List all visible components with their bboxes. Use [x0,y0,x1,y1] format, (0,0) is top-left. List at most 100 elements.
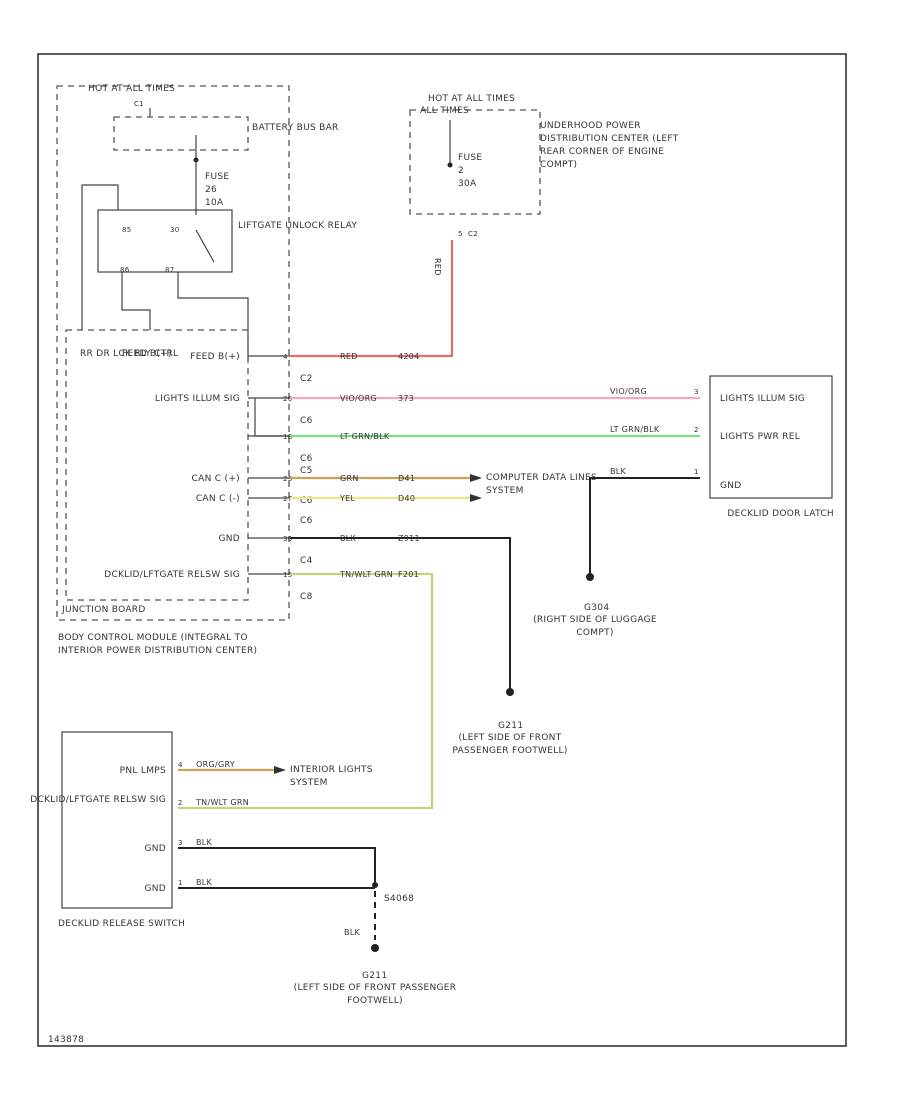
relay-87-wire [177,272,249,360]
relay-86-wire [121,272,151,330]
g304-label: (RIGHT SIDE OF LUGGAGE COMPT) [533,615,657,638]
liftgate-relay-box [97,209,233,273]
wire-circuit-label: 373 [398,394,414,403]
latch-pin-number: 1 [694,468,699,476]
switch-pin-layer: PNL LMPS 4 ORG/GRY DCKLID/LFTGATE RELSW SIG… [30,760,249,894]
release-switch: PNL LMPS 4 ORG/GRY DCKLID/LFTGATE RELSW SIG… [30,731,249,929]
bcm-pin-number: 30 [283,535,293,543]
latch-label: DECKLID DOOR LATCH [727,509,834,519]
bcm-pin-label: FEED B(+) [190,352,240,362]
switch-pin-label: DCKLID/LFTGATE RELSW SIG [30,795,166,805]
bcm-pin-connector: C6 [300,496,313,506]
bcm-label: BODY CONTROL MODULE (INTEGRAL TO INTERIO… [58,633,258,656]
fuse-2-label: FUSE [458,153,482,163]
decklid-latch-box [709,375,833,499]
switch-pin-number: 4 [178,761,183,769]
battery-bus-bar-label: BATTERY BUS BAR [252,123,339,133]
bcm-connector-c5: C5 [300,466,313,476]
bcm-pin-number: 15 [283,571,293,579]
g304-label-box: (RIGHT SIDE OF LUGGAGE COMPT) [533,615,657,638]
switch-label-box: DECKLID RELEASE SWITCH [58,919,186,929]
g211-lower-id: G211 [362,971,387,981]
release-switch-box [61,731,173,909]
latch-pin-label: GND [720,481,742,491]
ground-g211-upper: G211 (LEFT SIDE OF FRONT PASSENGER FOOTW… [452,688,568,756]
latch-wire-color: BLK [610,467,627,476]
wire-color-label: VIO/ORG [340,394,377,403]
bcm-pin-number: 23 [283,475,293,483]
splice-wire-color: BLK [344,928,361,937]
switch-wire-color: BLK [196,838,213,847]
bcm-pin-connector: C6 [300,454,313,464]
wire-bcm-jumper [254,398,290,437]
wire-color-label: RED [340,352,358,361]
bcm-pin-label: DCKLID/LFTGATE RELSW SIG [104,570,240,580]
fuse-relay-panel: HOT AT ALL TIMES C1 BATTERY BUS BAR FUSE… [56,84,357,621]
interior-label-box: INTERIOR LIGHTS SYSTEM [290,765,373,788]
splice-dot [372,882,378,888]
wire-color-label: TN/WLT GRN [339,570,393,579]
g211-upper-label: (LEFT SIDE OF FRONT PASSENGER FOOTWELL) [452,733,568,756]
switch-label: DECKLID RELEASE SWITCH [58,919,186,929]
fuse-26-number: 26 [205,185,217,195]
fuse-2-amps: 30A [458,179,477,189]
bcm-pin-number: 18 [283,433,293,441]
splice-and-ground: S4068 BLK G211 (LEFT SIDE OF FRONT PASSE… [294,882,456,1006]
splice-id: S4068 [384,894,414,904]
switch-wire-color: TN/WLT GRN [195,798,249,807]
computer-label-box: COMPUTER DATA LINES SYSTEM [486,473,597,496]
switch-pin-label: PNL LMPS [120,766,166,776]
diagram-id: 143878 [48,1035,84,1045]
g211-lower-symbol [371,944,379,952]
underhood-wire-color: RED [433,258,442,276]
fuse-26-amps: 10A [205,198,224,208]
switch-wire-color: BLK [196,878,213,887]
switch-pin-number: 3 [178,839,183,847]
fuse-2-terminal [447,162,453,168]
wire-circuit-label: 4204 [398,352,420,361]
bcm-pin-connector: C2 [300,374,313,384]
bcm-pin-number: 4 [283,353,288,361]
underhood-label-box: UNDERHOOD POWER DISTRIBUTION CENTER (LEF… [540,121,678,170]
relay-coil-feed-wire [81,184,119,330]
switch-pin-label: GND [144,884,166,894]
body-control-module: RR DR LCK RLY CTRL FEED B(+) JUNCTION BO… [58,329,313,656]
fuse-panel-title: HOT AT ALL TIMES [88,84,175,94]
arrow-can-plus [470,474,482,482]
relay-pin-86: 86 [120,266,130,274]
latch-pin-label: LIGHTS ILLUM SIG [720,394,805,404]
wire-circuit-label: D40 [398,494,415,503]
bcm-pin-connector: C8 [300,592,313,602]
underhood-pdc: HOT AT ALL TIMES ALL TIMES FUSE 2 30A 5 … [409,94,678,276]
bcm-pin-label: LIGHTS ILLUM SIG [155,394,240,404]
wire-circuit-label: F201 [398,570,419,579]
relay-pin-30: 30 [170,226,180,234]
hot-at-subtitle: ALL TIMES [420,106,469,116]
g304-id: G304 [584,603,609,613]
switch-pin-number: 2 [178,799,183,807]
wire-color-label: YEL [339,494,356,503]
latch-wire-color: LT GRN/BLK [610,425,660,434]
relay-pin-87: 87 [165,266,175,274]
wire-switch-gnd-1 [178,847,376,882]
latch-label-box: DECKLID DOOR LATCH [727,509,834,519]
wire-circuit-label: Z911 [398,534,420,543]
hot-at-title: HOT AT ALL TIMES [428,94,515,104]
underhood-dashed-boundary [409,109,541,215]
liftgate-relay-label: LIFTGATE UNLOCK RELAY [238,221,357,231]
diagram-frame [37,53,847,1047]
arrow-interior [274,766,286,774]
fuse-26-label: FUSE [205,172,229,182]
relay-pin-85: 85 [122,226,132,234]
bcm-input-relay: RR DR LCK RLY CTRL [80,349,178,359]
switch-pin-number: 1 [178,879,183,887]
switch-wire-color: ORG/GRY [196,760,235,769]
wire-red-feed [290,240,454,358]
bcm-pin-connector: C6 [300,416,313,426]
bcm-dashed-boundary [65,329,249,601]
fuse-panel-pin-c1: C1 [134,100,144,108]
